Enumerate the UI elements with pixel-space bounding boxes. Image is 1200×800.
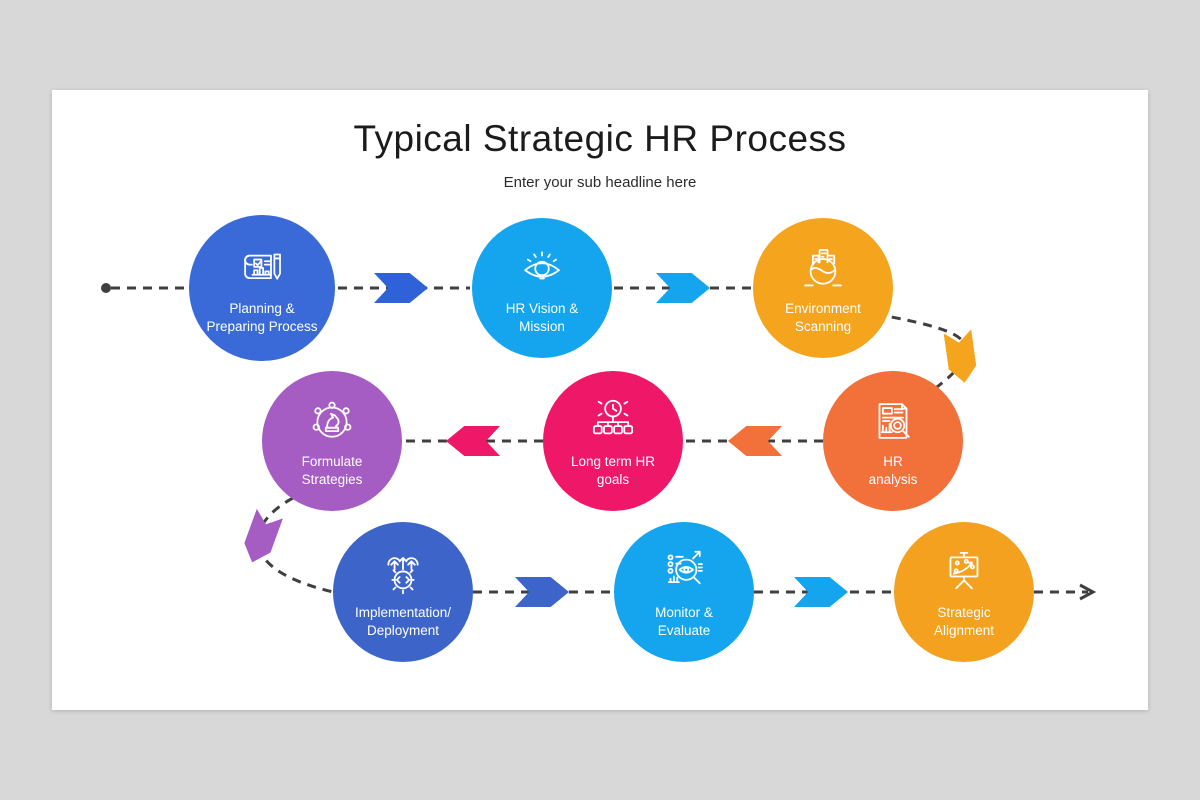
step-circle-long-term-hr-goals: Long term HR goals — [543, 371, 683, 511]
target-hierarchy-icon — [586, 394, 640, 448]
globe-city-icon — [796, 241, 850, 295]
blueprint-pencil-icon — [235, 241, 289, 295]
vision-bulb-eye-icon — [515, 241, 569, 295]
page-subtitle: Enter your sub headline here — [503, 174, 697, 191]
step-label: Long term HR goals — [570, 453, 656, 487]
step-label: Formulate Strategies — [301, 453, 363, 487]
step-circle-implementation-deployment: Implementation/ Deployment — [333, 522, 473, 662]
step-circle-formulate-strategies: Formulate Strategies — [262, 371, 402, 511]
presentation-board-icon — [937, 545, 991, 599]
gear-code-deploy-icon — [376, 545, 430, 599]
step-label: Implementation/ Deployment — [354, 604, 452, 638]
report-magnifier-icon — [866, 394, 920, 448]
step-circle-environment-scanning: Environment Scanning — [753, 218, 893, 358]
step-label: Planning & Preparing Process — [206, 300, 318, 334]
step-circle-strategic-alignment: Strategic Alignment — [894, 522, 1034, 662]
step-circle-monitor-evaluate: Monitor & Evaluate — [614, 522, 754, 662]
chess-knight-network-icon — [305, 394, 359, 448]
step-circle-hr-analysis: HR analysis — [823, 371, 963, 511]
step-label: HR Vision & Mission — [505, 300, 579, 334]
step-label: Monitor & Evaluate — [655, 604, 713, 638]
step-label: Environment Scanning — [785, 300, 861, 334]
step-circle-planning-preparing: Planning & Preparing Process — [189, 215, 335, 361]
step-label: Strategic Alignment — [933, 604, 995, 638]
magnifier-eye-icon — [657, 545, 711, 599]
step-circle-hr-vision-mission: HR Vision & Mission — [472, 218, 612, 358]
step-label: HR analysis — [868, 453, 918, 487]
page-title: Typical Strategic HR Process — [353, 118, 847, 159]
